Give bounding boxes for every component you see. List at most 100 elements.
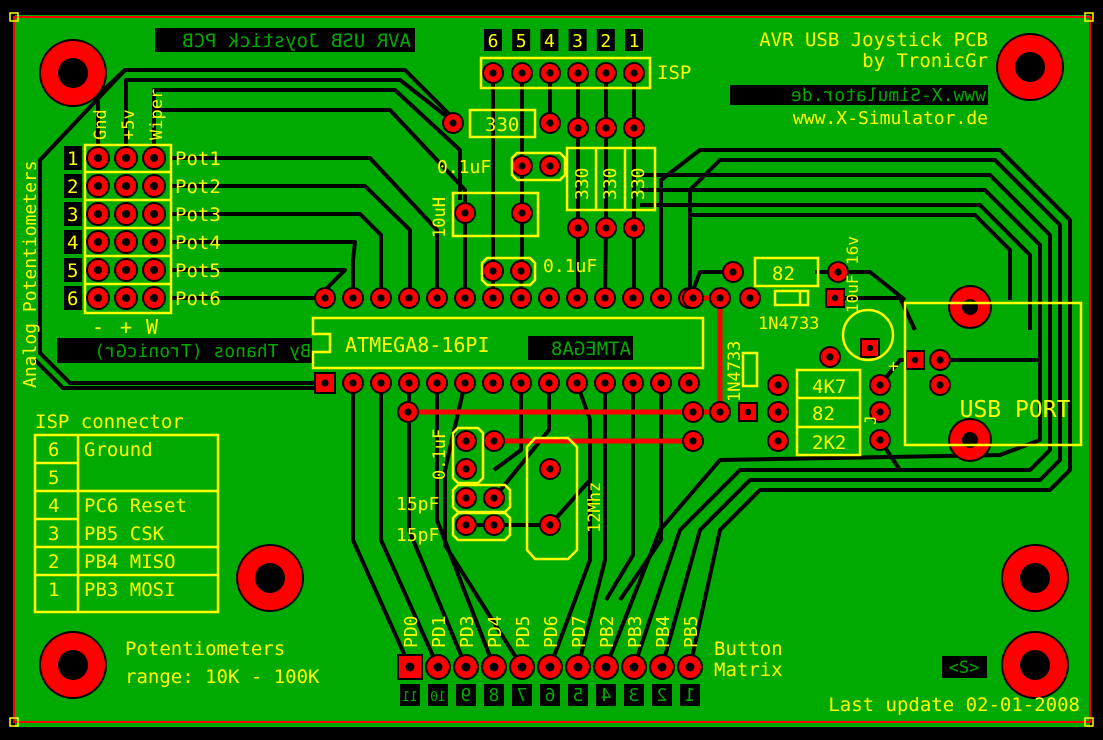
- button-pin-label: PD4: [485, 615, 506, 648]
- button-pin: [481, 654, 507, 680]
- component-pad: [595, 117, 617, 139]
- isp-pin: [539, 62, 561, 84]
- crystal: [525, 436, 579, 561]
- chip-pin: [370, 372, 392, 394]
- isp-pin-number: 3: [572, 31, 583, 52]
- component-pad: [454, 202, 476, 224]
- pot-pin: [114, 174, 138, 198]
- col-gnd-label: Gnd: [91, 109, 111, 140]
- isp-pin-number: 1: [629, 31, 640, 52]
- isp-table-signal: PC6 Reset: [84, 495, 187, 517]
- component-pad: [623, 217, 645, 239]
- button-matrix-label-1: Button: [714, 638, 783, 660]
- chip-pin: [622, 287, 644, 309]
- button-pin-label: PB4: [653, 615, 674, 648]
- cap-c2-label: 0.1uF: [543, 256, 597, 277]
- pot-row-number: 5: [67, 260, 78, 282]
- component-pad: [739, 287, 761, 309]
- isp-table-pin: 4: [48, 495, 59, 517]
- pot-row-number: 2: [67, 176, 78, 198]
- mirrored-website: www.X-Simulator.de: [791, 85, 986, 106]
- cap-c1: [510, 151, 567, 182]
- inductor: [451, 191, 540, 238]
- pot-row: 5 Pot5: [64, 254, 221, 282]
- component-pad: [623, 117, 645, 139]
- isp-table-signal: Ground: [84, 439, 153, 461]
- isp-table-pin: 3: [48, 523, 59, 545]
- isp-pin: [623, 62, 645, 84]
- component-pad: [511, 202, 533, 224]
- usb-shield-pad: [948, 285, 992, 329]
- pot-pin: [86, 286, 110, 310]
- component-pad: [869, 401, 891, 423]
- usb-pad: [905, 350, 925, 370]
- usb-cap-label: 10uF 16v: [843, 236, 862, 313]
- chip-pin: [594, 287, 616, 309]
- version-tag-box: [942, 656, 987, 678]
- pot-pin: [86, 230, 110, 254]
- mounting-hole: [39, 631, 107, 699]
- resistor-stack: [795, 368, 862, 457]
- pot-pin: [142, 230, 166, 254]
- button-pin-label: PD6: [541, 615, 562, 648]
- button-matrix-label-2: Matrix: [714, 659, 783, 681]
- button-pin-label: PB3: [625, 615, 646, 648]
- component-pad: [539, 458, 561, 480]
- chip-label: ATMEGA8-16PI: [345, 333, 490, 357]
- pot-row-number: 1: [67, 148, 78, 170]
- chip-pin: [510, 287, 532, 309]
- website: www.X-Simulator.de: [793, 108, 988, 129]
- component-pad: [455, 430, 477, 452]
- chip-pin: [538, 372, 560, 394]
- component-pad: [869, 429, 891, 451]
- component-pad: [567, 217, 589, 239]
- isp-pin: [511, 62, 533, 84]
- pot-row-number: 6: [67, 288, 78, 310]
- isp-pin: [567, 62, 589, 84]
- corner-marker: [9, 717, 19, 727]
- chip-pin: [650, 372, 672, 394]
- component-pad: [455, 487, 477, 509]
- chip-pin: [426, 287, 448, 309]
- component-pad: [483, 487, 505, 509]
- components: 330 0.1uF 10uH 330 330 330 0.1uF 0.1uF 1…: [396, 108, 899, 561]
- version-tag: <S>: [949, 658, 980, 678]
- button-pin: [677, 654, 703, 680]
- chip-mirrored-label: ATMEGA8: [551, 338, 631, 360]
- resistor-82-label: 82: [812, 403, 835, 425]
- jumper-label: J: [861, 415, 880, 425]
- resistor-82-top: [753, 256, 820, 288]
- pot-pin: [114, 286, 138, 310]
- pot-row-label: Pot5: [175, 260, 221, 282]
- isp-table-pin: 5: [48, 467, 59, 489]
- diode-2-label: 1N4733: [725, 341, 745, 402]
- pot-pin: [114, 258, 138, 282]
- button-pin-number: 9: [461, 685, 472, 706]
- button-pin: [425, 654, 451, 680]
- mirrored-author: By Thanos (TronicGr): [94, 341, 311, 362]
- chip-pin: [370, 287, 392, 309]
- button-pin-number: 2: [657, 685, 668, 706]
- chip-pin: [342, 287, 364, 309]
- isp-table-pin: 1: [48, 579, 59, 601]
- cap-c3-label: 0.1uF: [430, 429, 450, 480]
- component-pad: [827, 261, 849, 283]
- component-pad: [511, 155, 533, 177]
- chip-pin: [314, 372, 336, 394]
- col-wiper-label: Wiper: [147, 89, 167, 140]
- board-outline: [13, 16, 1091, 723]
- component-pad: [819, 346, 841, 368]
- button-pin-number: 5: [573, 685, 584, 706]
- isp-pin-number: 6: [488, 31, 499, 52]
- component-pad: [483, 430, 505, 452]
- button-pin: [621, 654, 647, 680]
- chip-pin: [314, 287, 336, 309]
- chip-pin: [398, 287, 420, 309]
- pot-row-label: Pot6: [175, 288, 221, 310]
- usb-port-outline: [903, 301, 1083, 447]
- pullup-1-label: 330: [572, 167, 593, 200]
- component-pad: [869, 374, 891, 396]
- pot-pin: [142, 258, 166, 282]
